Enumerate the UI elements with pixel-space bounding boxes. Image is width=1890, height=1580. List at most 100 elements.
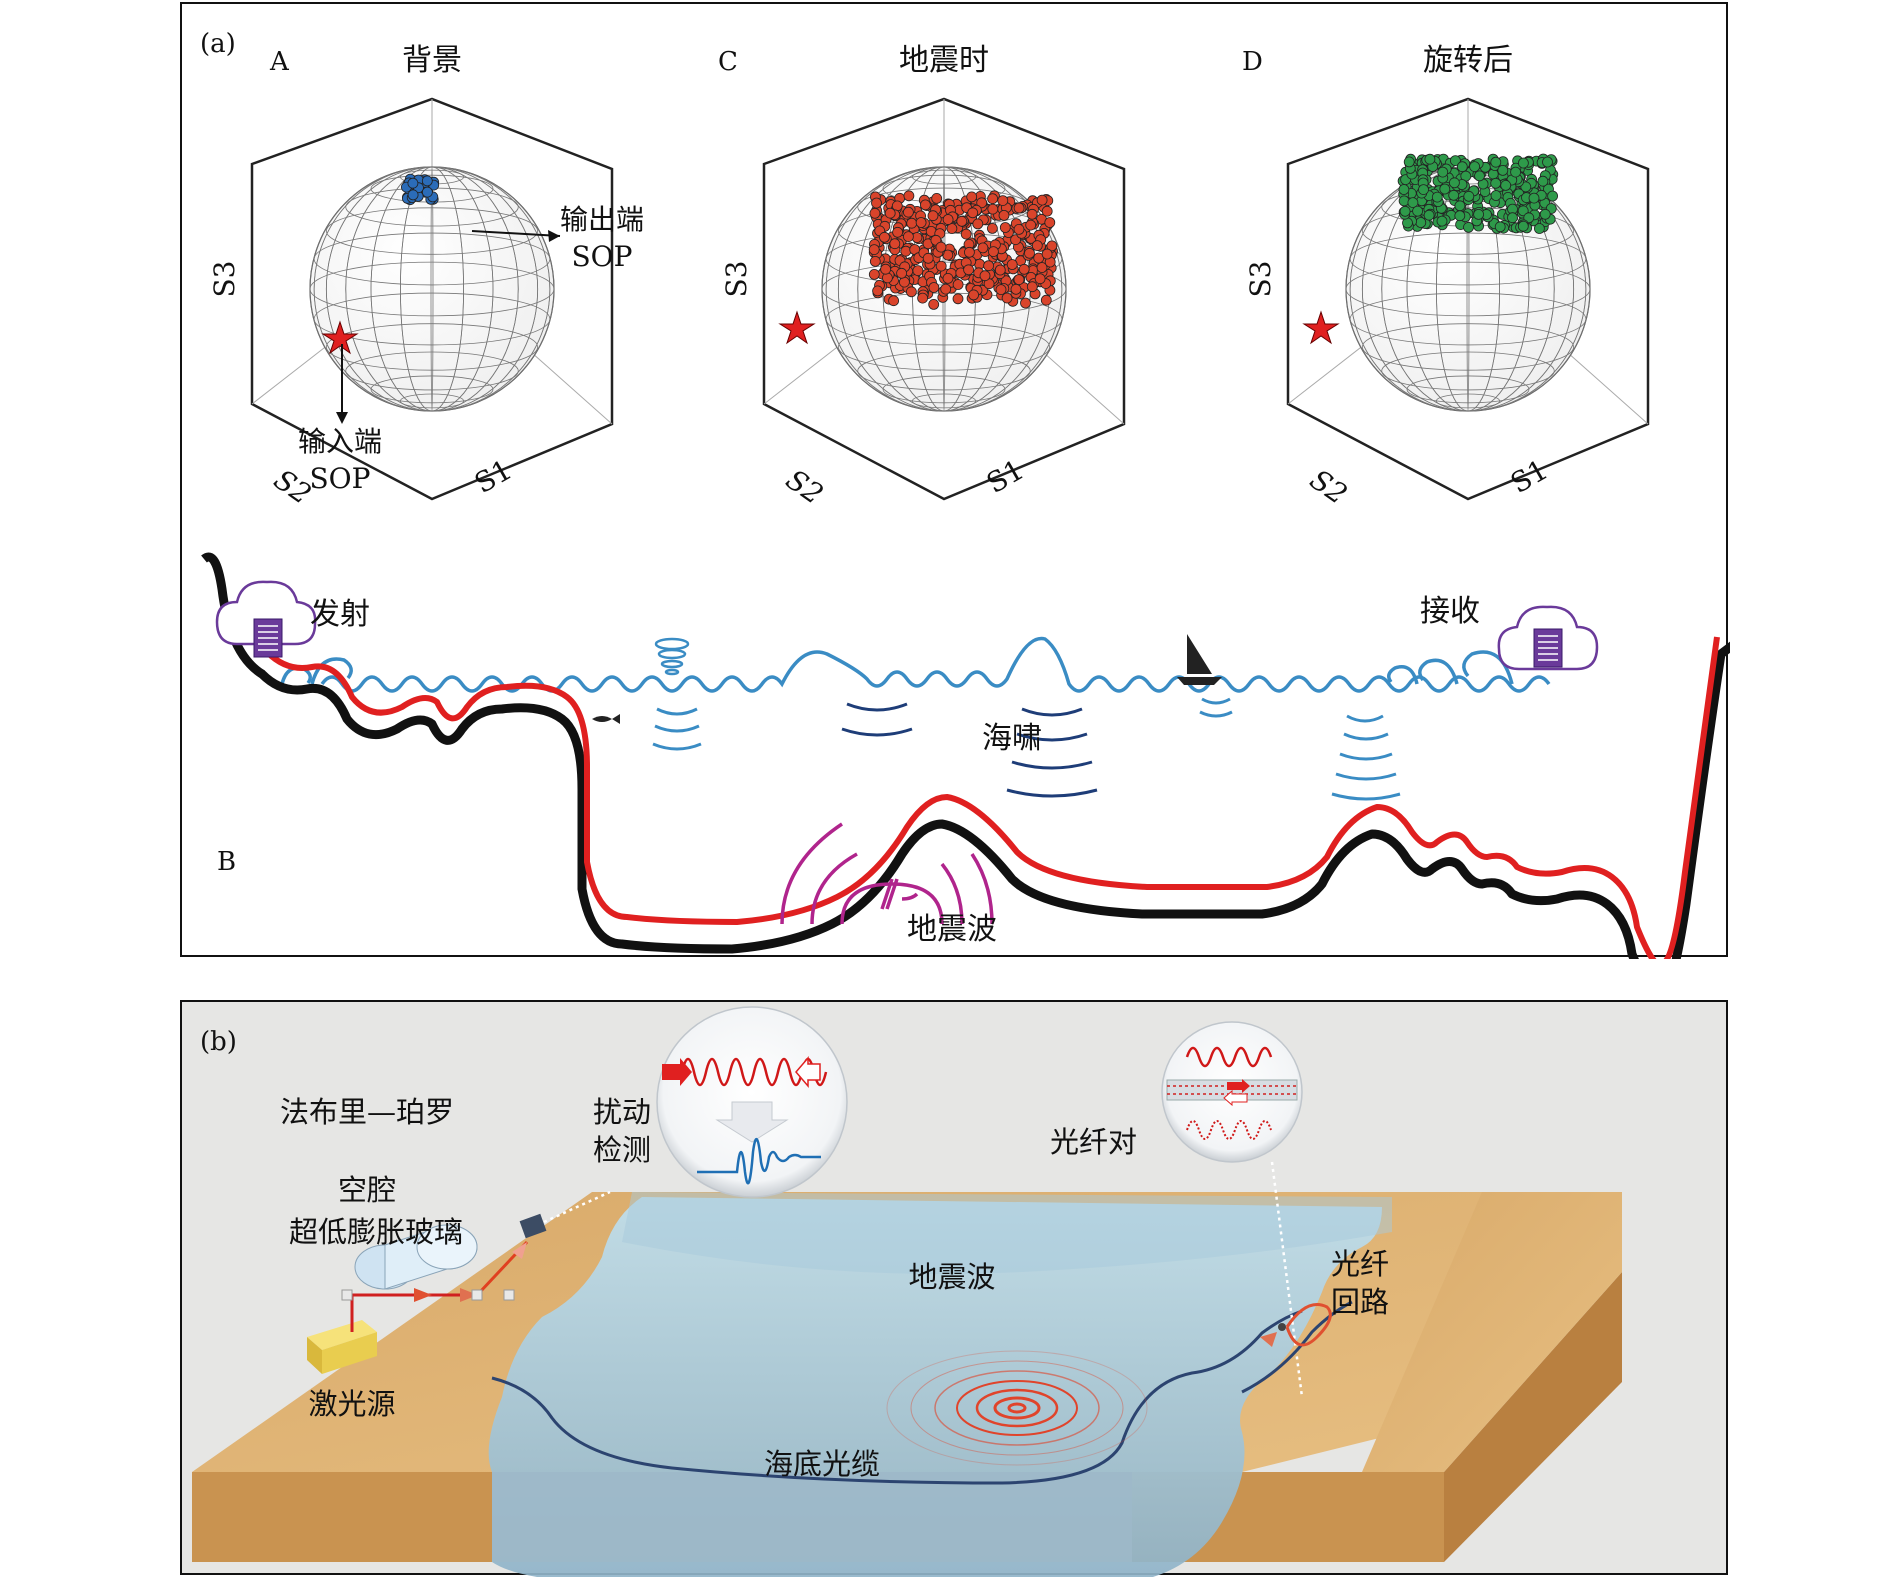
latitude-line [857,351,1031,391]
sop-dot [976,197,988,209]
sop-dot [1026,281,1038,293]
sop-dot [407,189,419,201]
sop-dot [997,195,1009,207]
sop-dot [1010,283,1022,295]
sop-dot [1041,205,1053,217]
axis-s3-label: S3 [208,261,241,298]
sop-dot [1018,263,1030,275]
sop-dot [999,222,1011,233]
sphere-letter: A [269,47,290,77]
sphere-title: 背景 [402,43,462,78]
latitude-line [882,375,1006,404]
latitude-line [912,169,976,185]
sop-dot [1031,240,1043,252]
sop-dot [1500,179,1512,191]
profile-letter: B [217,847,236,877]
sop-dot [1044,217,1056,228]
fiber-loop-label-2: 回路 [1331,1285,1389,1319]
input-callout-arrowhead [336,412,348,424]
sop-dot [1046,240,1058,252]
transmit-label: 发射 [310,597,370,632]
sop-dot [1473,208,1485,220]
sop-dot [1449,155,1461,167]
sop-dot [967,207,979,219]
sop-dot [935,260,947,272]
sop-dot [1520,181,1532,193]
sea-front-face [492,1472,1132,1562]
cable-label: 海底光缆 [764,1447,880,1481]
sop-dot [987,193,999,205]
axis-s3-label: S3 [720,261,753,298]
axis-s3-label: S3 [1244,261,1277,298]
fiber-loop-icon [1241,1300,1353,1394]
sop-dot [998,209,1010,221]
sop-dot [1448,177,1460,189]
fiber-pair-bubble [1161,1021,1304,1398]
photodetector [519,1213,547,1239]
sop-dot [421,186,433,198]
sop-dot [1469,161,1481,173]
sop-dot [1454,210,1466,222]
seafloor-cable-red [264,636,1720,959]
sop-dot [879,231,890,243]
sop-dot [1547,190,1559,202]
sop-dot [1013,202,1025,214]
laser-label: 激光源 [308,1387,395,1421]
sop-dot [869,207,881,219]
poincare-sphere-background: A 背景 S3 S2 S1 输出端 SOP 输入端 SOP [208,43,644,511]
sop-dot [966,191,978,203]
axis-s2-label: S2 [1304,463,1353,511]
output-sop-label-1: 输出端 [560,203,644,236]
sop-dots [868,190,1058,310]
curl-wave [1387,665,1419,685]
input-sop-label-1: 输入端 [298,425,382,458]
sop-dot [1490,177,1502,189]
sop-dot [928,282,940,293]
sop-dot [1025,219,1037,231]
latitude-line [1406,375,1530,404]
sop-dot [927,210,939,222]
latitude-line [1361,207,1575,255]
sop-dot [1418,184,1429,196]
sop-dot [922,252,934,264]
axis-s1-label: S1 [1505,453,1554,500]
sop-dot [1448,189,1460,201]
sphere-title: 地震时 [899,43,989,78]
latitude-line [1361,323,1575,371]
sop-dot [872,285,884,297]
sop-dot [880,263,892,275]
fish-icon [592,714,620,724]
poincare-sphere-rotated: D 旋转后 S3 S2 S1 [1242,43,1650,511]
sop-dot [1006,259,1018,270]
sop-dot [912,265,924,277]
seafloor-profile: B [201,552,1730,959]
sop-dot [903,190,915,202]
sop-dot [1494,221,1506,233]
latitude-line [1349,232,1587,286]
sop-dot [994,264,1006,276]
sop-dot [1041,248,1053,260]
vortex-icon [654,637,690,676]
axis-s1-label: S1 [469,453,518,500]
sop-dot [940,283,952,295]
sop-dot [1517,220,1529,232]
seafloor-black [201,552,1730,959]
panel-a-canvas: (a) A 背景 S3 S2 S1 输出端 SOP 输入端 SOP C 地震时 [200,29,1730,959]
sop-dots [400,173,440,206]
sop-dot [1533,223,1545,234]
panel-b: (b) [180,1000,1728,1577]
tsunami-label: 海啸 [982,721,1042,756]
sop-dot [1436,215,1448,227]
sop-dot [1024,247,1035,259]
sop-dot [881,272,893,284]
sop-dot [1407,197,1419,209]
sop-dot [995,284,1007,296]
latitude-line [345,351,519,391]
sop-dot [1424,153,1436,165]
input-sop-star [1302,310,1340,345]
sop-dot [1528,192,1540,204]
sop-dot [963,246,975,258]
sop-dot [1398,195,1410,207]
latitude-line [1381,351,1555,391]
sop-dot [977,242,989,254]
